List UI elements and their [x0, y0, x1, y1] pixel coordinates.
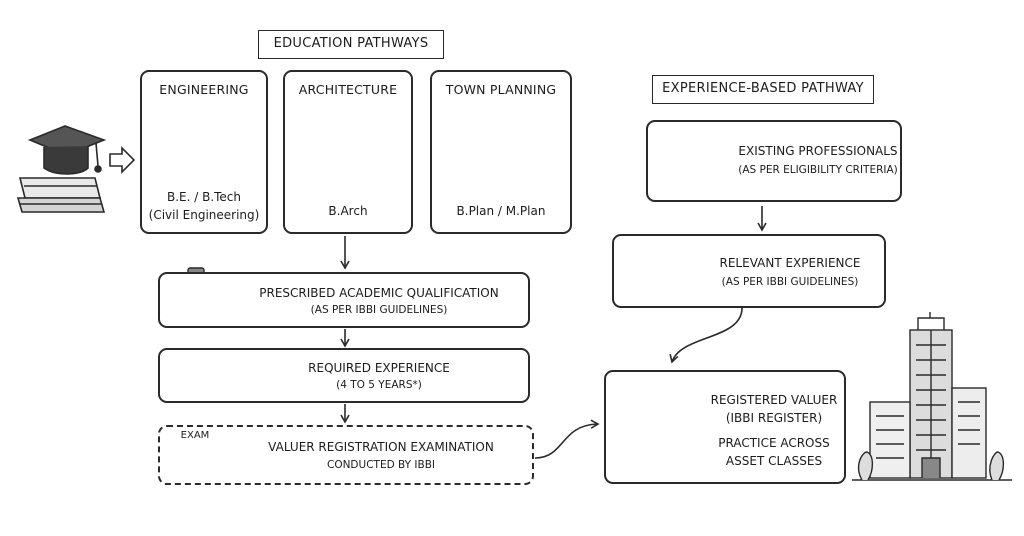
- relevant-experience-box: [612, 234, 886, 308]
- required-experience-box: [158, 348, 530, 403]
- office-towers-icon: [852, 312, 1012, 481]
- experience-pathway-banner: EXPERIENCE-BASED PATHWAY: [652, 75, 874, 104]
- town-planning-heading: TOWN PLANNING: [445, 82, 557, 97]
- education-pathways-banner: EDUCATION PATHWAYS: [258, 30, 444, 59]
- exam-box: [158, 425, 534, 485]
- hollow-arrow-icon: [109, 146, 136, 174]
- engineering-degree-detail: (Civil Engineering): [148, 208, 260, 222]
- qualification-subtitle: (AS PER IBBI GUIDELINES): [310, 304, 448, 316]
- relevant-experience-title: RELEVANT EXPERIENCE: [719, 256, 861, 270]
- exam-badge: EXAM: [180, 430, 210, 441]
- connector-exam-to-registered-valuer: [534, 419, 600, 459]
- exam-subtitle: CONDUCTED BY IBBI: [326, 459, 435, 471]
- qualification-title: PRESCRIBED ACADEMIC QUALIFICATION: [259, 286, 499, 300]
- required-experience-title: REQUIRED EXPERIENCE: [308, 361, 450, 375]
- registered-valuer-box: [604, 370, 846, 484]
- qualification-box: [158, 272, 530, 328]
- town-planning-box: [430, 70, 572, 234]
- existing-professionals-box: [646, 120, 902, 202]
- architecture-box: [283, 70, 413, 234]
- town-planning-degree: B.Plan / M.Plan: [456, 204, 546, 218]
- practice-line-1: PRACTICE ACROSS: [718, 436, 830, 450]
- existing-professionals-subtitle: (AS PER ELIGIBILITY CRITERIA): [738, 164, 898, 176]
- relevant-experience-subtitle: (AS PER IBBI GUIDELINES): [721, 276, 859, 288]
- engineering-box: [140, 70, 268, 234]
- architecture-heading: ARCHITECTURE: [298, 82, 398, 97]
- graduation-cap-icon: [16, 125, 107, 213]
- required-experience-subtitle: (4 TO 5 YEARS*): [336, 379, 422, 391]
- registered-valuer-title: REGISTERED VALUER: [710, 393, 838, 407]
- connector-relevant-to-registered-valuer: [669, 307, 743, 364]
- registered-valuer-subtitle: (IBBI REGISTER): [725, 411, 823, 425]
- practice-line-2: ASSET CLASSES: [725, 454, 823, 468]
- engineering-degree: B.E. / B.Tech: [166, 190, 242, 204]
- exam-title: VALUER REGISTRATION EXAMINATION: [268, 440, 494, 454]
- existing-professionals-title: EXISTING PROFESSIONALS: [738, 144, 898, 158]
- architecture-degree: B.Arch: [328, 204, 368, 218]
- engineering-heading: ENGINEERING: [159, 82, 249, 97]
